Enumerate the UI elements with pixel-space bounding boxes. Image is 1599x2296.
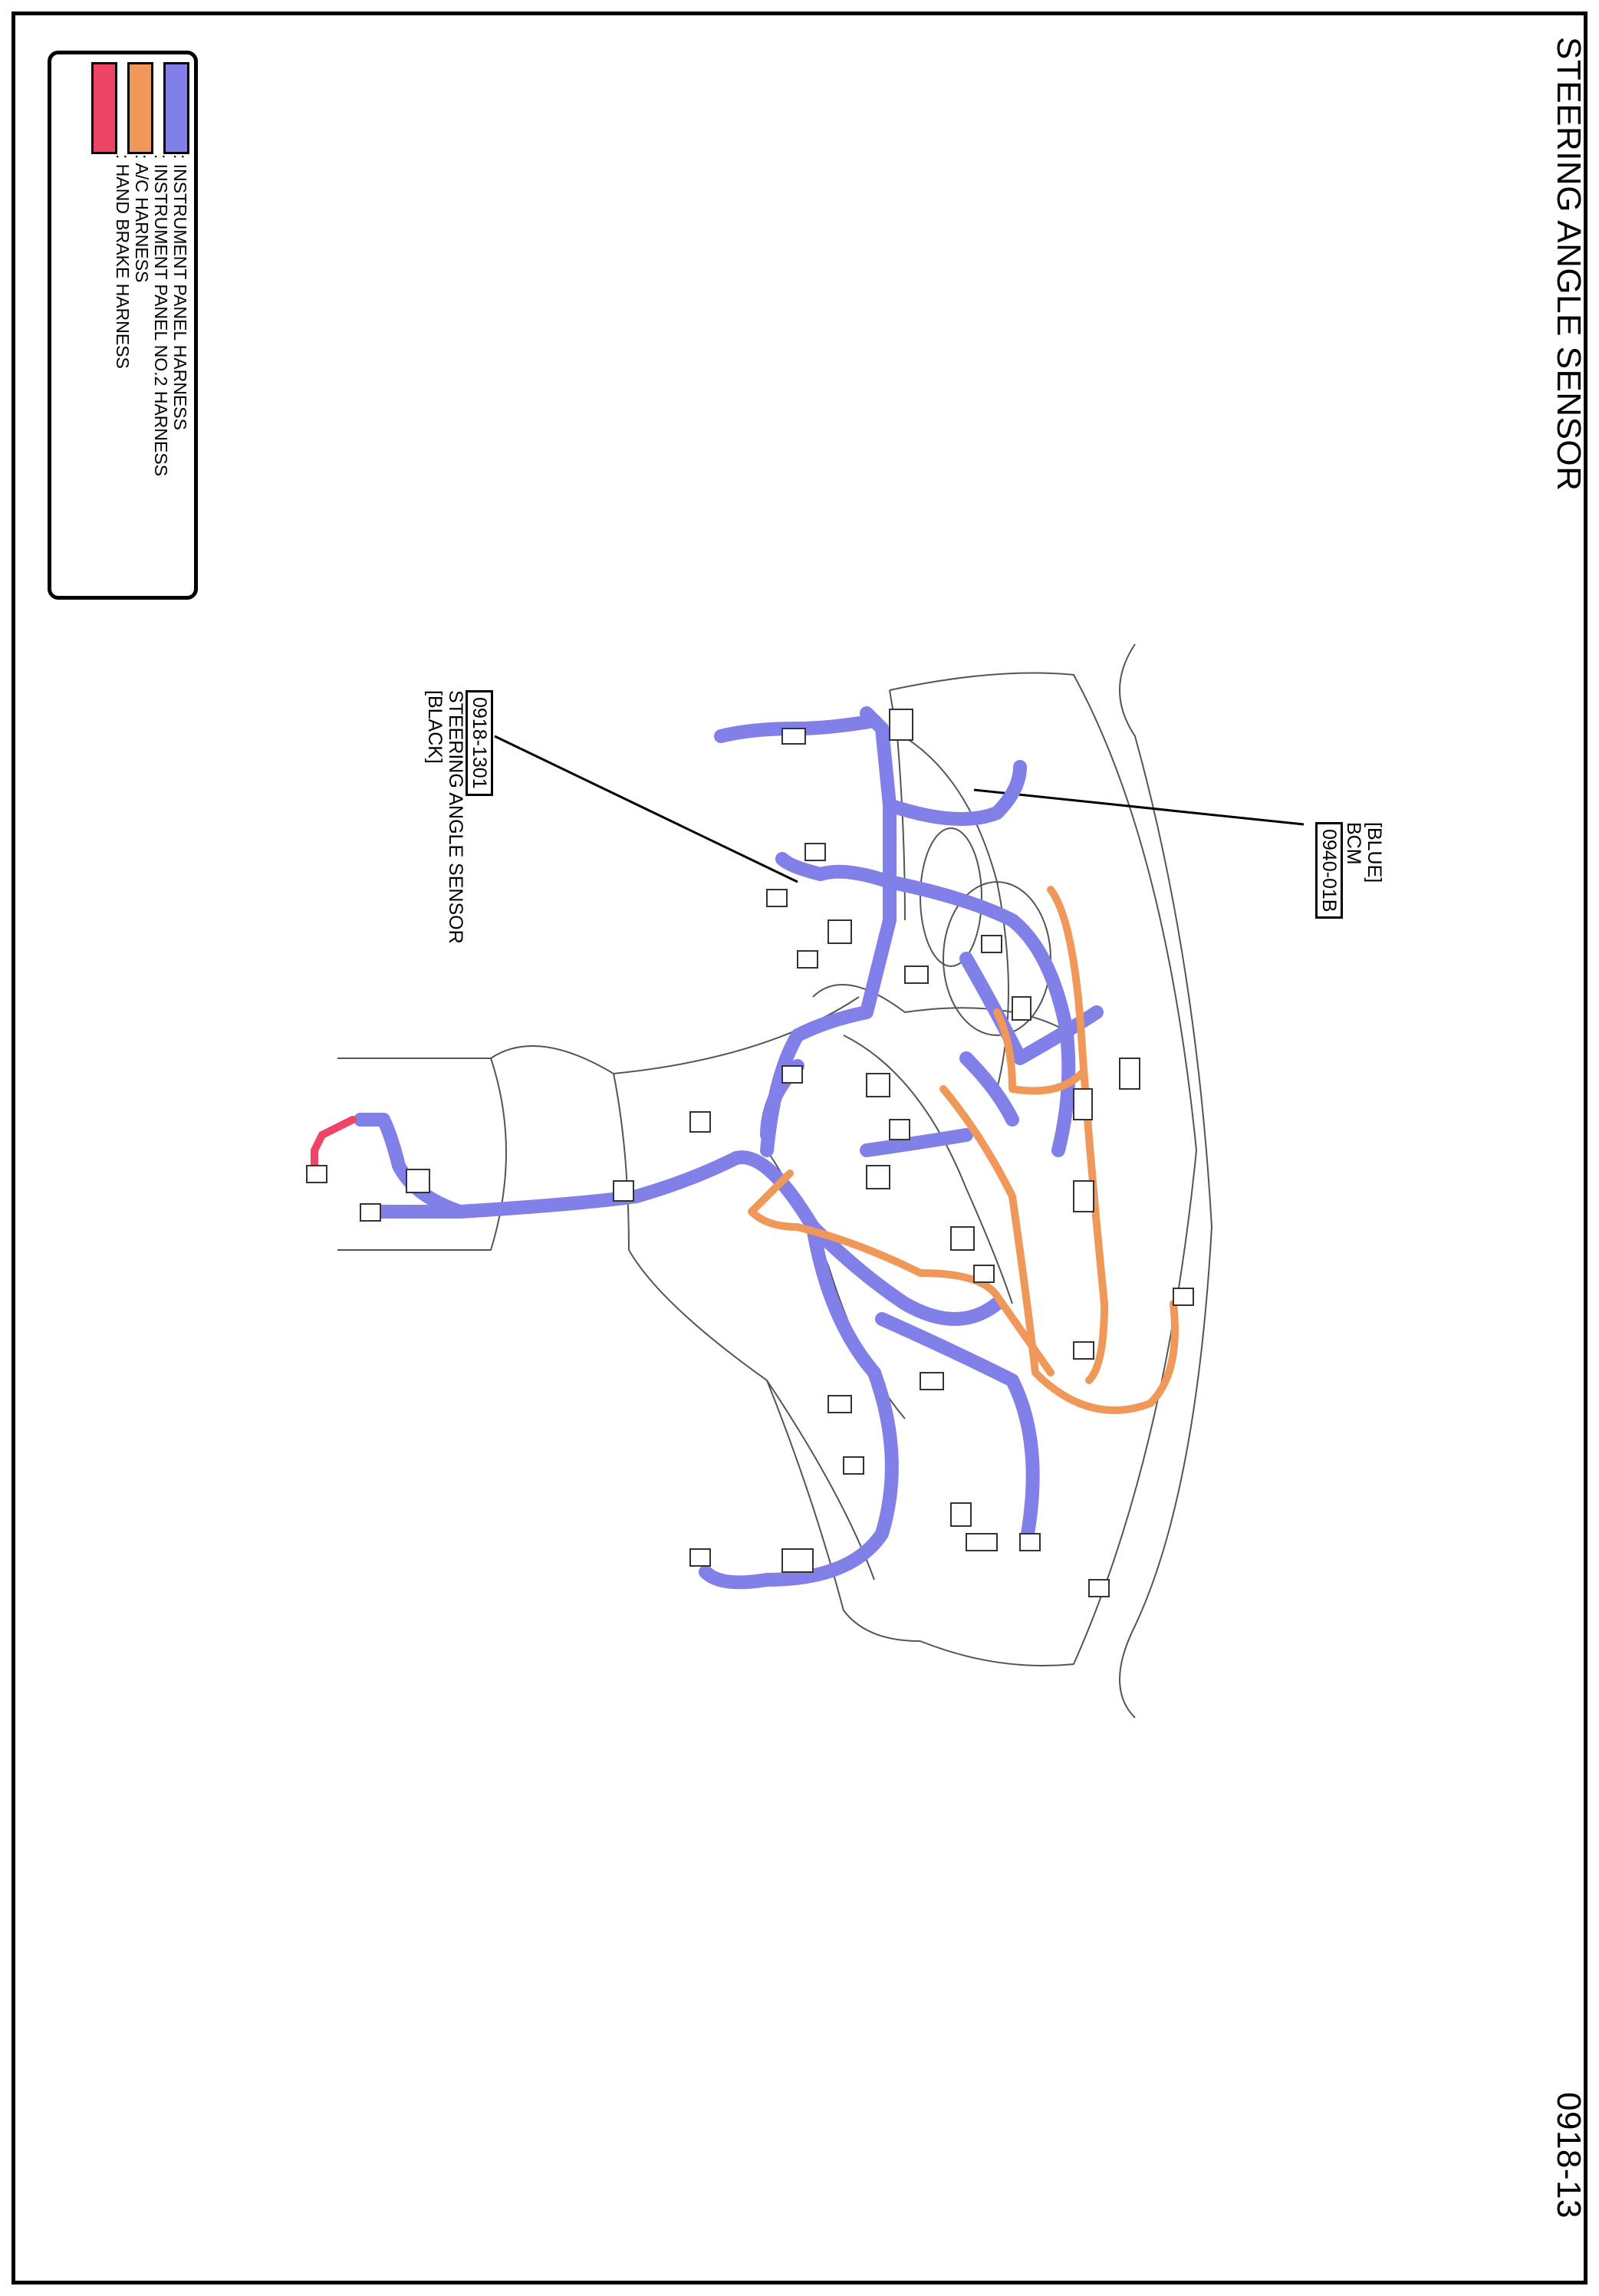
leader-line-steering-sensor: [494, 735, 798, 883]
legend: : INSTRUMENT PANEL HARNESS : INSTRUMENT …: [48, 51, 198, 600]
legend-swatch-instrument-panel: [163, 62, 189, 154]
hand-brake-harness: [311, 1116, 357, 1169]
legend-swatch-hand-brake: [91, 62, 117, 154]
page-frame: [12, 12, 1587, 2284]
connectors: [306, 709, 1194, 1597]
leader-line-bcm: [973, 788, 1305, 826]
legend-swatch-ac: [127, 62, 153, 154]
ac-harness: [748, 886, 1179, 1414]
